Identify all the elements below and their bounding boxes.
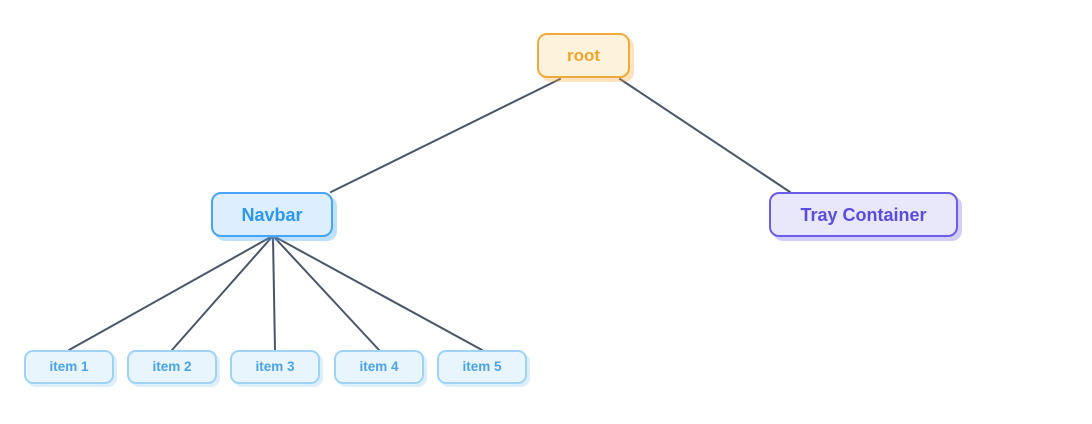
node-item-3-label: item 3 — [255, 359, 295, 375]
edge-navbar-to-item1 — [68, 237, 270, 351]
node-navbar-label: Navbar — [241, 204, 303, 225]
edge-navbar-to-item5 — [276, 237, 483, 351]
node-item-5[interactable]: item 5 — [437, 350, 527, 384]
node-root-label: root — [566, 46, 601, 65]
node-tray-container[interactable]: Tray Container — [769, 192, 958, 237]
node-navbar[interactable]: Navbar — [211, 192, 333, 237]
node-item-3[interactable]: item 3 — [230, 350, 320, 384]
edge-navbar-to-item2 — [171, 237, 272, 351]
node-root[interactable]: root — [537, 33, 630, 78]
node-item-1-label: item 1 — [49, 359, 89, 375]
node-item-5-label: item 5 — [462, 359, 502, 375]
edge-root-to-tray — [619, 78, 791, 193]
node-item-1[interactable]: item 1 — [24, 350, 114, 384]
edge-navbar-to-item3 — [272, 237, 276, 351]
node-item-4[interactable]: item 4 — [334, 350, 424, 384]
node-item-2-label: item 2 — [152, 359, 192, 375]
node-tray-container-label: Tray Container — [800, 204, 927, 225]
node-item-4-label: item 4 — [359, 359, 399, 375]
node-item-2[interactable]: item 2 — [127, 350, 217, 384]
edge-navbar-to-item4 — [274, 237, 380, 351]
edge-root-to-navbar — [330, 78, 561, 193]
